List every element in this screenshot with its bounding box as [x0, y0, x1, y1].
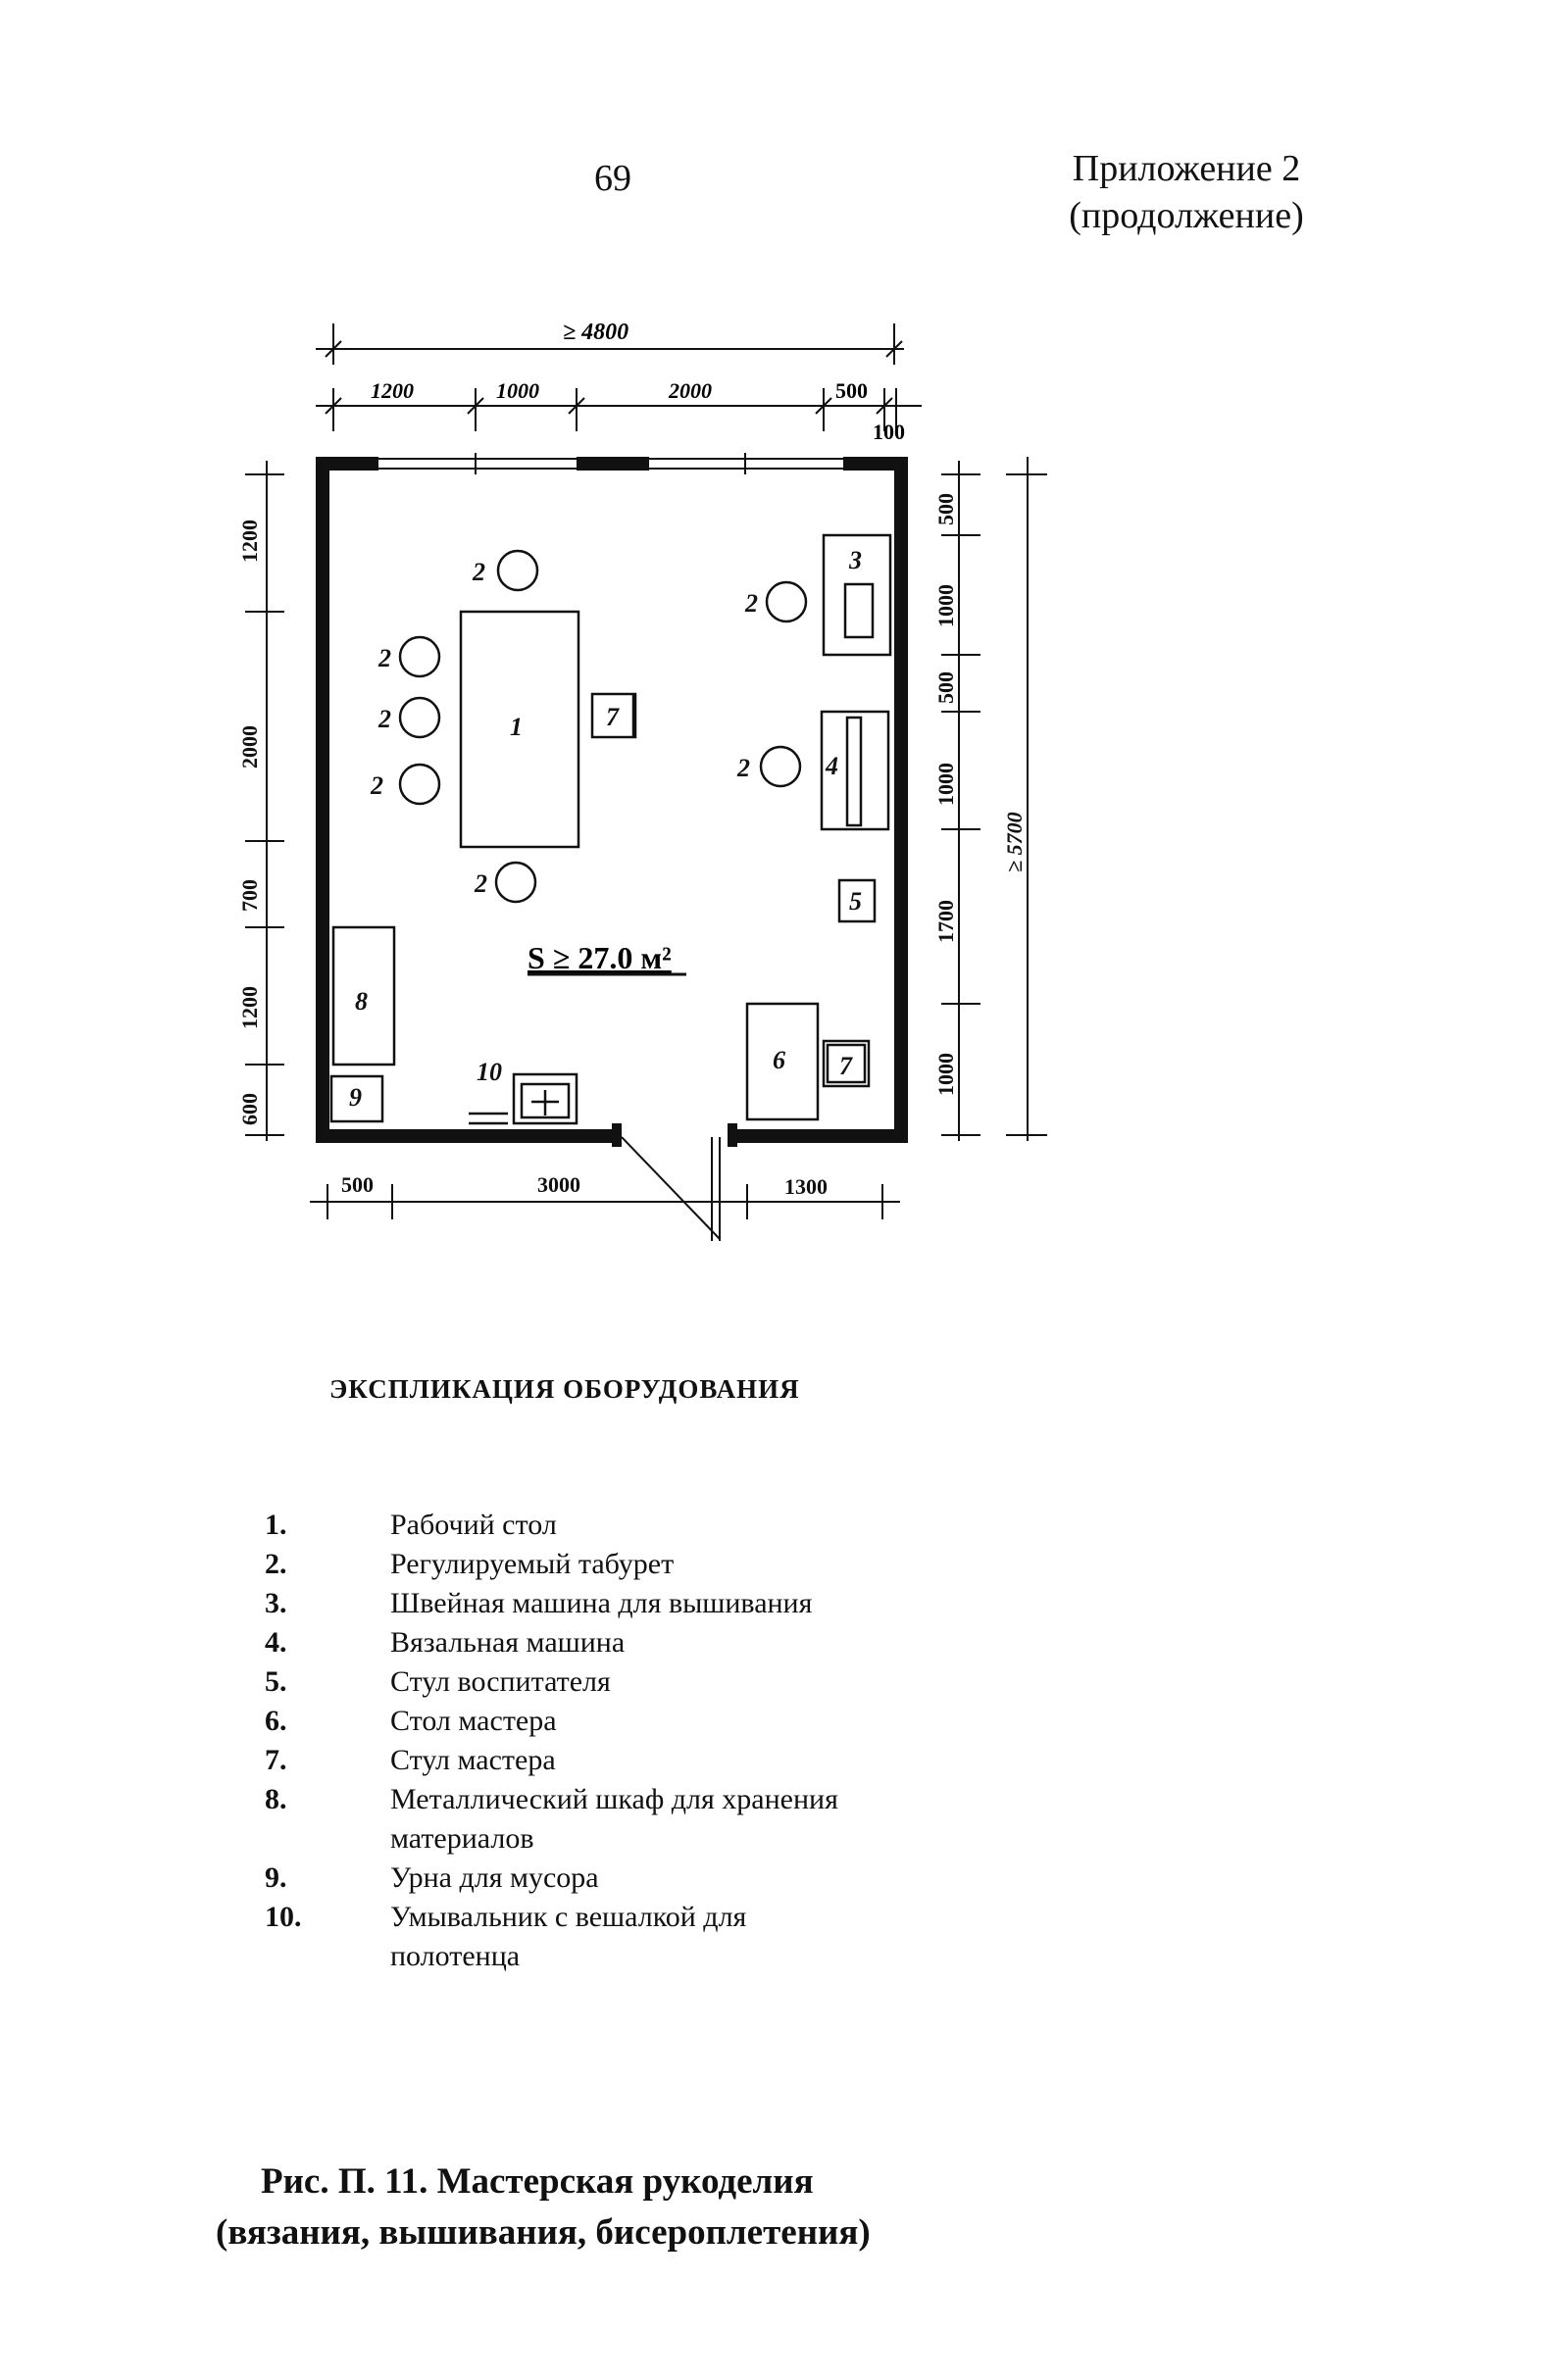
caption-line2: (вязания, вышивания, бисероплетения): [216, 2212, 871, 2253]
label-master-table: 6: [773, 1046, 785, 1074]
explication-title: ЭКСПЛИКАЦИЯ ОБОРУДОВАНИЯ: [329, 1374, 800, 1404]
dim-right-3: 500: [933, 671, 958, 704]
top-dimension-lines: [316, 323, 922, 431]
label-bin: 9: [349, 1083, 362, 1112]
legend-item: 5.Стул воспитателя: [265, 1665, 611, 1698]
legend-item: 2.Регулируемый табурет: [265, 1548, 675, 1580]
dim-right-6: 1000: [933, 1053, 958, 1096]
figure-caption: Рис. П. 11. Мастерская рукоделия (вязани…: [0, 2157, 1558, 2258]
dim-overall-width: ≥ 4800: [563, 320, 628, 345]
label-stool-5: 2: [474, 869, 487, 898]
stool-6: [765, 580, 808, 623]
stool-3: [398, 696, 441, 739]
dim-top-5: 100: [873, 420, 905, 444]
dim-top-3: 2000: [668, 378, 712, 403]
label-sewing: 3: [848, 546, 862, 574]
area-label: S ≥ 27.0 м²: [528, 940, 672, 975]
label-sink: 10: [477, 1058, 502, 1086]
legend-item: 7.Стул мастера: [265, 1744, 556, 1776]
work-table: [459, 610, 580, 849]
appendix-line1: Приложение 2: [1072, 148, 1301, 189]
sink: [512, 1072, 578, 1125]
dim-left-5: 600: [237, 1093, 262, 1125]
cabinet: [331, 925, 396, 1066]
label-stool-6: 2: [744, 589, 758, 618]
legend-item: 4.Вязальная машина: [265, 1626, 626, 1659]
label-knitting: 4: [825, 752, 838, 780]
master-chair-2: [822, 1039, 871, 1088]
windows: [378, 453, 843, 474]
legend-item: 1.Рабочий стол: [265, 1509, 557, 1541]
stool-5: [494, 861, 537, 904]
master-chair-1: [590, 692, 637, 739]
legend-item: 8.Металлический шкаф для хранения матери…: [265, 1783, 838, 1855]
floor-plan: ≥ 4800 1200 1000 2000 500 100: [237, 320, 1047, 1241]
door-icon: [621, 1136, 721, 1241]
dim-overall-depth: ≥ 5700: [1002, 812, 1027, 872]
dim-bottom-1: 500: [341, 1172, 374, 1197]
label-stool-4: 2: [370, 771, 383, 800]
teacher-chair: [837, 878, 877, 923]
dim-bottom-3: 1300: [784, 1174, 828, 1199]
dim-right-2: 1000: [933, 584, 958, 627]
dim-bottom-2: 3000: [537, 1172, 580, 1197]
label-stool-1: 2: [472, 558, 485, 586]
label-master-chair-2: 7: [839, 1052, 853, 1080]
label-stool-2: 2: [377, 644, 391, 672]
label-master-chair-1: 7: [606, 703, 620, 731]
label-stool-7: 2: [736, 754, 750, 782]
dim-left-3: 700: [237, 879, 262, 912]
knitting-machine: [820, 710, 890, 831]
stool-2: [398, 635, 441, 678]
label-table: 1: [510, 713, 523, 741]
bottom-dimension-lines: [310, 1184, 900, 1219]
legend-item: 10.Умывальник с вешалкой для полотенца: [265, 1901, 747, 1972]
stool-4: [398, 763, 441, 806]
stool-1: [496, 549, 539, 592]
label-cabinet: 8: [355, 987, 368, 1016]
appendix-label: Приложение 2 (продолжение): [1039, 145, 1333, 239]
dim-top-1: 1200: [371, 378, 414, 403]
stool-7: [759, 745, 802, 788]
appendix-line2: (продолжение): [1069, 195, 1304, 236]
bin: [329, 1074, 384, 1123]
dim-right-5: 1700: [933, 900, 958, 943]
label-stool-3: 2: [377, 705, 391, 733]
walls: [316, 457, 908, 1147]
dim-right-1: 500: [933, 493, 958, 525]
dim-top-2: 1000: [496, 378, 539, 403]
master-table: [745, 1002, 820, 1121]
caption-line1: Рис. П. 11. Мастерская рукоделия: [261, 2161, 814, 2202]
legend-item: 6.Стол мастера: [265, 1705, 557, 1737]
left-dimension-lines: [245, 461, 284, 1141]
equipment-legend: 1.Рабочий стол 2.Регулируемый табурет 3.…: [265, 1506, 998, 1976]
dim-left-4: 1200: [237, 986, 262, 1029]
dim-top-4: 500: [835, 378, 868, 403]
legend-item: 9.Урна для мусора: [265, 1861, 599, 1894]
dim-left-1: 1200: [237, 520, 262, 563]
dim-right-4: 1000: [933, 763, 958, 806]
dim-left-2: 2000: [237, 725, 262, 769]
page-number: 69: [594, 158, 631, 199]
right-dimension-lines: [941, 457, 1047, 1141]
label-teacher-chair: 5: [849, 887, 862, 916]
legend-item: 3.Швейная машина для вышивания: [265, 1587, 813, 1619]
sewing-machine: [822, 533, 892, 657]
